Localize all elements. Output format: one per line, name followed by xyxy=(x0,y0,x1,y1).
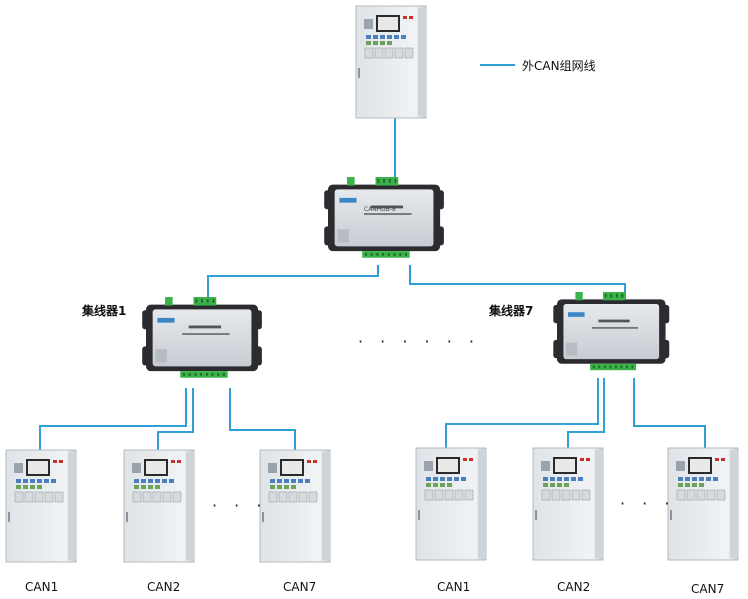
label-right-can2: CAN2 xyxy=(557,580,591,594)
hub-1 xyxy=(142,297,262,378)
right-panel-ellipsis: · · · xyxy=(620,494,676,513)
cable-top-to-hub1 xyxy=(207,265,379,300)
label-left-can2: CAN2 xyxy=(147,580,181,594)
cable-hub1-can7 xyxy=(229,388,296,450)
hub-1-label: 集线器1 xyxy=(82,304,127,318)
left-panel-ellipsis: · · · xyxy=(212,496,268,515)
legend-label: 外CAN组网线 xyxy=(522,59,596,73)
hub-7 xyxy=(553,292,670,371)
label-right-can1: CAN1 xyxy=(437,580,471,594)
can-cables xyxy=(39,113,706,450)
label-left-can7: CAN7 xyxy=(283,580,317,594)
hub-ellipsis: · · · · · · xyxy=(358,332,480,351)
cable-hub7-can2 xyxy=(567,378,605,450)
panel-right-can7 xyxy=(667,447,739,561)
panel-left-can2 xyxy=(123,449,195,563)
cable-hub7-can7 xyxy=(633,378,706,450)
panel-right-can1 xyxy=(415,447,487,561)
label-left-can1: CAN1 xyxy=(25,580,59,594)
hub-7-label: 集线器7 xyxy=(489,304,534,318)
panel-right-can2 xyxy=(532,447,604,561)
cable-hub1-can2 xyxy=(157,388,194,450)
main-controller-cabinet xyxy=(355,5,427,119)
label-right-can7: CAN7 xyxy=(691,582,725,596)
cable-top-to-hub7 xyxy=(409,265,626,300)
top-hub xyxy=(324,177,444,258)
panel-left-can7 xyxy=(259,449,331,563)
cable-hub1-can1 xyxy=(39,388,187,450)
cable-hub7-can1 xyxy=(445,378,599,450)
top-hub-model-text: CANHUB-8 xyxy=(364,206,396,213)
panel-left-can1 xyxy=(5,449,77,563)
